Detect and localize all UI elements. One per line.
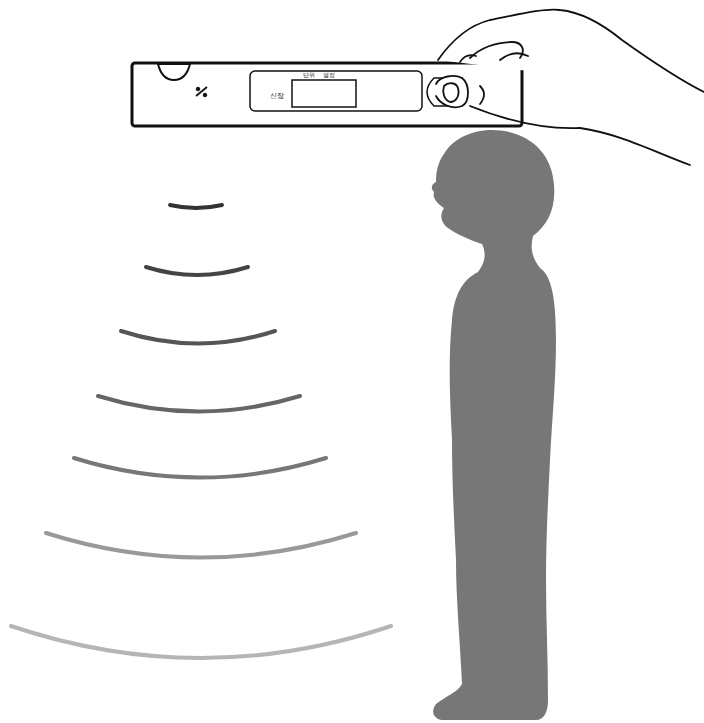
display-label: 단위 <box>303 72 315 78</box>
display-label: 설정 <box>323 72 335 78</box>
icon <box>196 87 207 97</box>
height-meter <box>132 63 522 126</box>
display-label: 신장 <box>270 93 284 100</box>
hand <box>436 10 704 165</box>
person-silhouette <box>432 130 556 720</box>
sound-waves <box>11 205 391 658</box>
